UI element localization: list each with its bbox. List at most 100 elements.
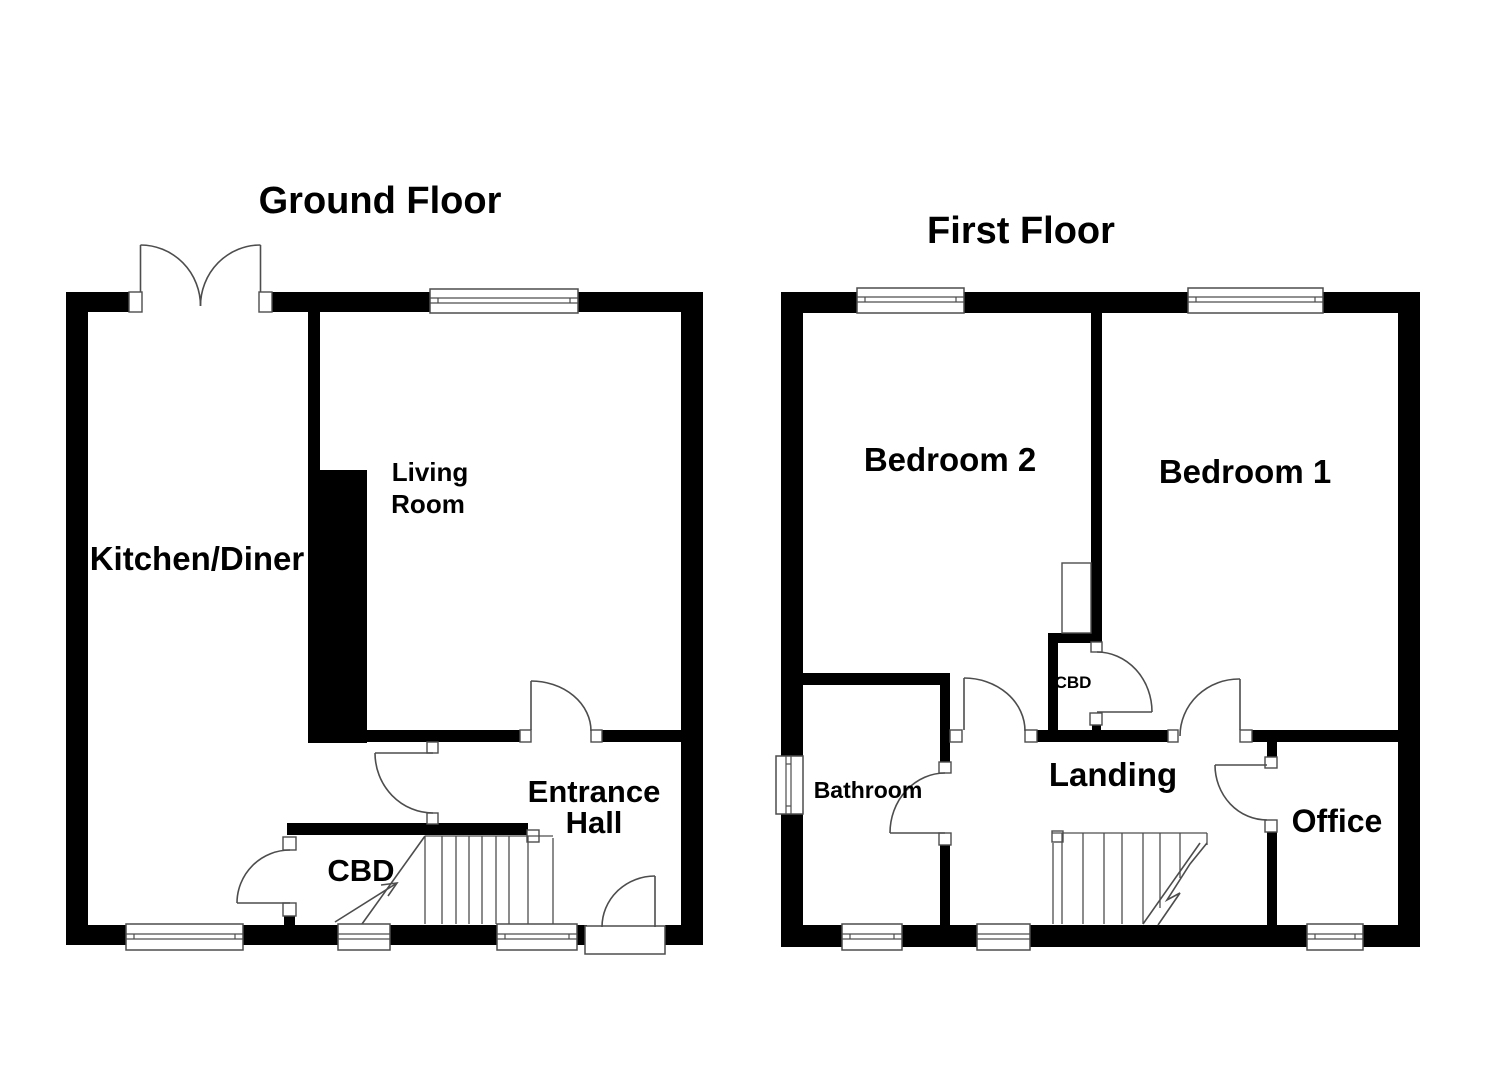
window-frame [841,923,903,951]
door-swing-arc [199,244,261,307]
door-jamb [1024,729,1038,743]
door-jamb [590,729,603,743]
first-floor-title: First Floor [927,210,1115,252]
gf-kitchen-door [374,741,439,825]
ff-bathroom-door [889,761,952,846]
window-frame [1187,287,1324,314]
door-jamb [1167,729,1179,743]
ff-cbd-door [1089,641,1153,726]
ground-floor-plan: Ground Floor [66,180,703,955]
office-label: Office [1292,803,1383,839]
door-jamb [1264,756,1278,769]
ff-office-wall-lower [1267,832,1277,925]
door-swing-arc [530,680,592,732]
door-jamb [128,291,143,313]
gf-cbd-door [236,836,297,917]
door-jamb [938,832,952,846]
bathroom-label: Bathroom [814,777,923,803]
ff-cbd-left-wall [1048,633,1058,742]
door-swing-arc [889,772,946,834]
door-swing-arc [374,752,434,814]
ff-bedroom1-door [1167,678,1253,743]
stair-break-line [1142,842,1201,925]
landing-label: Landing [1049,756,1177,793]
ff-bedroom2-window [856,287,965,314]
gf-kitchen-living-divider-thin [308,312,320,470]
window-frame [1306,923,1364,951]
window-frame [976,923,1031,951]
gf-french-doors [128,244,273,313]
door-jamb [1090,641,1103,653]
gf-cbd-label: CBD [327,853,394,888]
ff-bottom-wall-4 [1363,925,1420,947]
ff-left-exterior-wall-lower [781,814,803,947]
ff-bathroom-right-wall-lower [940,845,950,925]
gf-hall-window [496,923,578,951]
door-swing-arc [963,677,1026,732]
gf-bottom-wall-5 [665,925,703,945]
ff-bedroom2-door [949,677,1038,743]
gf-kitchen-living-divider-column [308,470,367,743]
stair-direction-arrow [334,882,398,923]
ff-top-wall-left [781,292,857,313]
ff-bedroom1-window [1187,287,1324,314]
ff-right-exterior-wall [1398,292,1420,947]
door-swing-arc [1214,764,1268,821]
ff-staircase [1051,830,1208,926]
stair-break-line [361,835,426,925]
door-jamb [282,836,297,851]
ff-bedroom-divider-wall [1091,313,1102,652]
door-threshold [584,925,666,955]
door-swing-arc [236,849,291,904]
ff-left-exterior-wall-upper [781,292,803,756]
window-frame [429,288,579,314]
door-swing-arc [1179,678,1241,737]
door-jamb [949,729,963,743]
gf-bottom-wall-1 [66,925,126,945]
gf-front-door [584,875,666,955]
gf-top-wall-right [578,292,703,312]
door-jamb [1239,729,1253,743]
kitchen-diner-label: Kitchen/Diner [90,540,305,577]
ff-office-wall-upper [1267,742,1277,757]
stair-break-zigzag [1157,842,1208,926]
gf-cbd-window [337,923,391,951]
first-floor-plan: First Floor [775,210,1420,951]
stair-jamb [1051,830,1064,843]
door-jamb [519,729,532,743]
window-frame [125,923,244,951]
window-frame [856,287,965,314]
gf-bottom-wall-2 [243,925,338,945]
door-jamb [282,902,297,917]
bedroom2-label: Bedroom 2 [864,441,1036,478]
ff-bathroom-right-wall-upper [940,673,950,762]
living-room-label-line1: Living [392,457,469,487]
gf-right-exterior-wall [681,292,703,945]
window-frame [496,923,578,951]
gf-livingroom-bottom-wall [367,730,520,742]
door-jamb [1089,712,1103,726]
gf-kitchen-window [125,923,244,951]
door-jamb [426,741,439,754]
gf-top-wall-mid [272,292,430,312]
ff-bottom-wall-1 [781,925,842,947]
entrance-hall-label-line2: Hall [566,805,623,840]
stair-arrow-head [380,881,399,897]
gf-left-exterior-wall [66,292,88,945]
gf-staircase [334,829,554,925]
ff-bathroom-top-wall [803,673,950,685]
door-jamb [1264,819,1278,833]
door-jamb [426,812,439,825]
door-jamb [938,761,952,774]
door-swing-arc [601,875,656,928]
ff-bedroom1-bottom-wall [1252,730,1398,742]
ff-cbd-door-stub [1092,725,1101,742]
window-frame [337,923,391,951]
entrance-hall-label-line1: Entrance [528,774,661,809]
ff-bottom-wall-2 [902,925,977,947]
ff-cbd-bulkhead [1061,562,1092,634]
door-swing-arc [140,244,202,307]
gf-hall-wall-right-of-door [602,730,681,742]
gf-livingroom-window [429,288,579,314]
